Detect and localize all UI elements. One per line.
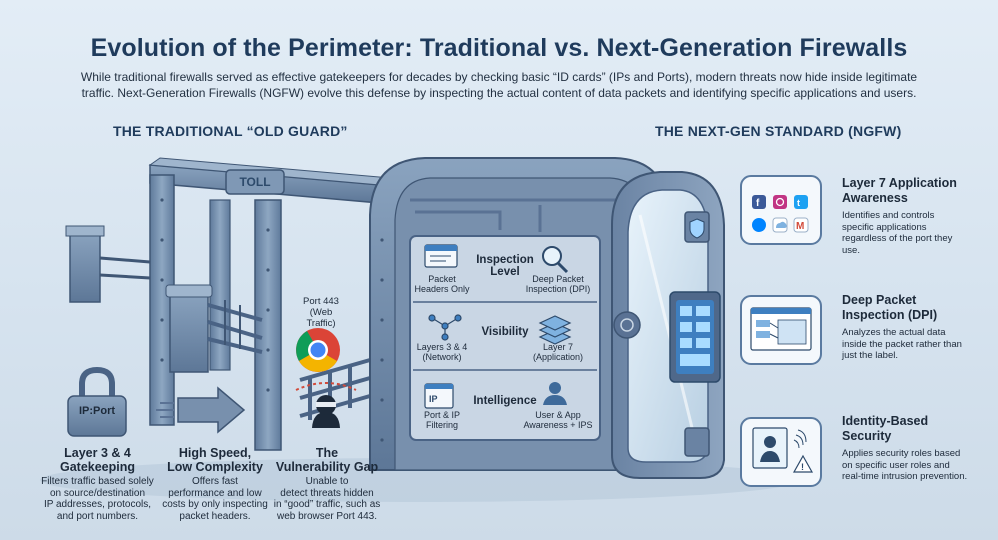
- feature-identity-body: Applies security roles based on specific…: [842, 448, 992, 483]
- row-visibility-right-line2: (Application): [532, 352, 584, 362]
- page-subtitle: While traditional firewalls served as ef…: [80, 70, 918, 100]
- caption-vulnerability-title-line2: Vulnerability Gap: [275, 460, 379, 474]
- feature-dpi: Deep Packet Inspection (DPI) Analyzes th…: [842, 293, 992, 362]
- svg-text:M: M: [796, 221, 804, 232]
- feature-body-line: specific applications: [842, 221, 927, 233]
- row-visibility-left-line1: Layers 3 & 4: [416, 342, 468, 352]
- feature-body-line: real-time intrusion prevention.: [842, 471, 968, 482]
- row-visibility-left: Layers 3 & 4 (Network): [412, 342, 472, 362]
- caption-speed-body-line: performance and low: [168, 487, 262, 499]
- feature-app-awareness-title-line1: Layer 7 Application: [842, 176, 957, 190]
- caption-gatekeeping-body-line: and port numbers.: [56, 510, 139, 522]
- caption-speed-body-line: costs by only inspecting: [162, 499, 268, 510]
- caption-gatekeeping-title-line2: Gatekeeping: [59, 460, 136, 474]
- svg-text:t: t: [797, 198, 800, 208]
- row-visibility-title: Visibility: [481, 326, 529, 338]
- user-icon: [543, 382, 567, 405]
- packet-header-icon: [424, 244, 458, 268]
- caption-vulnerability-body-line: Unable to: [305, 476, 349, 487]
- network-nodes-icon: [428, 314, 462, 341]
- port-label-line2: (Web Traffic): [306, 307, 336, 329]
- row-inspection-right-line2: Inspection (DPI): [525, 284, 591, 294]
- padlock-icon: [67, 366, 127, 437]
- caption-gatekeeping-body: Filters traffic based solely on source/d…: [30, 476, 165, 522]
- page-title: Evolution of the Perimeter: Traditional …: [90, 34, 908, 62]
- caption-speed: High Speed, Low Complexity Offers fast p…: [155, 446, 275, 522]
- chrome-icon: [296, 328, 340, 372]
- feature-body-line: use.: [842, 244, 860, 256]
- caption-vulnerability-title-line1: The: [315, 446, 339, 460]
- feature-body-line: regardless of the port they: [842, 233, 953, 244]
- caption-speed-body: Offers fast performance and low costs by…: [155, 476, 275, 522]
- feature-app-awareness: Layer 7 Application Awareness Identifies…: [842, 176, 992, 256]
- speed-arrow-icon: [156, 386, 246, 434]
- row-inspection-left: Packet Headers Only: [412, 274, 472, 294]
- feature-dpi-title-line2: Inspection (DPI): [842, 308, 938, 322]
- feature-identity: Identity-Based Security Applies security…: [842, 414, 992, 483]
- feature-body-line: Applies security roles based: [842, 448, 961, 459]
- caption-speed-body-line: Offers fast: [192, 476, 238, 487]
- caption-gatekeeping: Layer 3 & 4 Gatekeeping Filters traffic …: [30, 446, 165, 522]
- row-intelligence-right: User & App Awareness + IPS: [522, 410, 594, 430]
- row-inspection-right: Deep Packet Inspection (DPI): [522, 274, 594, 294]
- feature-body-line: inside the packet rather than: [842, 338, 962, 350]
- caption-speed-body-line: packet headers.: [179, 510, 251, 522]
- caption-gatekeeping-body-line: Filters traffic based solely: [41, 476, 154, 487]
- row-visibility-left-line2: (Network): [422, 352, 462, 362]
- svg-text:!: !: [801, 462, 804, 472]
- toll-gate: [65, 157, 392, 451]
- lock-label: IP:Port: [78, 405, 116, 417]
- caption-speed-title-line2: Low Complexity: [167, 460, 263, 474]
- caption-speed-title-line1: High Speed,: [178, 446, 252, 460]
- feature-body-line: just the label.: [842, 350, 898, 361]
- feature-dpi-title-line1: Deep Packet: [842, 293, 917, 307]
- port-label: Port 443 (Web Traffic): [296, 296, 346, 329]
- row-inspection-title-line2: Level: [490, 266, 520, 278]
- toll-sign: TOLL: [239, 175, 271, 189]
- feature-app-awareness-body: Identifies and controls specific applica…: [842, 210, 992, 256]
- svg-text:IP: IP: [429, 394, 438, 404]
- feature-body-line: on specific user roles and: [842, 459, 950, 471]
- row-inspection-left-line2: Headers Only: [414, 284, 470, 294]
- row-intelligence-left-line2: Filtering: [425, 420, 458, 430]
- caption-vulnerability-body-line: detect threats hidden: [280, 487, 374, 499]
- port-label-line1: Port 443: [303, 296, 339, 307]
- caption-vulnerability-body-line: in “good” traffic, such as: [273, 499, 381, 510]
- row-intelligence-left: Port & IP Filtering: [412, 410, 472, 430]
- app-icons-panel: f t M: [740, 175, 822, 245]
- identity-icon-panel: !: [740, 417, 822, 487]
- caption-vulnerability-body: Unable to detect threats hidden in “good…: [262, 476, 392, 522]
- feature-app-awareness-title-line2: Awareness: [842, 191, 908, 205]
- row-intelligence-right-line1: User & App: [535, 410, 581, 420]
- row-inspection-title-line1: Inspection: [476, 254, 534, 266]
- row-intelligence-left-line1: Port & IP: [423, 410, 460, 420]
- row-visibility-right-line1: Layer 7: [542, 342, 574, 352]
- caption-gatekeeping-title-line1: Layer 3 & 4: [64, 446, 131, 460]
- ip-filter-icon: IP: [424, 383, 454, 409]
- row-inspection-left-line1: Packet: [428, 274, 456, 284]
- row-visibility-right: Layer 7 (Application): [522, 342, 594, 362]
- feature-identity-title-line1: Identity-Based: [842, 414, 929, 428]
- feature-identity-title-line2: Security: [842, 429, 892, 443]
- feature-dpi-body: Analyzes the actual data inside the pack…: [842, 327, 992, 362]
- row-inspection-right-line1: Deep Packet: [532, 274, 584, 284]
- vault-door: [611, 171, 725, 479]
- svg-text:f: f: [756, 198, 760, 209]
- dpi-icon-panel: [740, 295, 822, 365]
- magnifier-icon: [542, 246, 569, 274]
- row-inspection-title: Inspection Level: [462, 254, 548, 278]
- hacker-icon: [295, 382, 357, 428]
- caption-gatekeeping-body-line: IP addresses, protocols,: [43, 499, 152, 510]
- caption-gatekeeping-body-line: on source/destination: [49, 487, 146, 499]
- row-intelligence-right-line2: Awareness + IPS: [523, 420, 593, 430]
- ngfw-heading: THE NEXT-GEN STANDARD (NGFW): [655, 123, 902, 139]
- row-intelligence-title: Intelligence: [473, 395, 537, 407]
- caption-vulnerability: The Vulnerability Gap Unable to detect t…: [262, 446, 392, 522]
- feature-body-line: Analyzes the actual data: [842, 327, 946, 338]
- feature-body-line: Identifies and controls: [842, 210, 935, 221]
- traditional-heading: THE TRADITIONAL “OLD GUARD”: [113, 123, 348, 139]
- layers-icon: [538, 315, 572, 345]
- caption-vulnerability-body-line: web browser Port 443.: [276, 510, 378, 522]
